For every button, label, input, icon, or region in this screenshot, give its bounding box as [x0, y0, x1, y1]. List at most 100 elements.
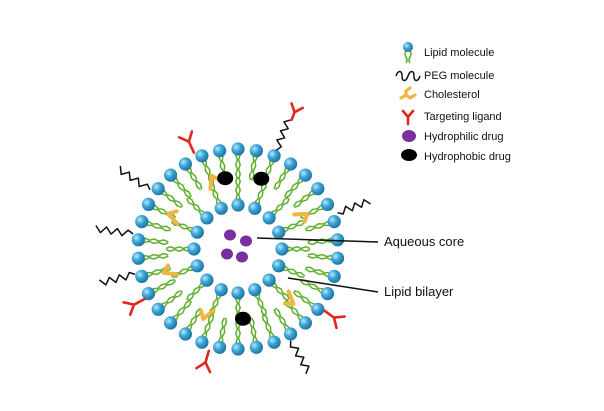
lipid-head: [200, 211, 214, 225]
lipid-molecule-icon: [403, 42, 413, 64]
lipid-head: [284, 327, 298, 341]
lipid-head: [200, 273, 214, 287]
lipid-head: [248, 201, 262, 215]
lipid-tail: [292, 190, 313, 207]
peg-chain: [95, 225, 134, 237]
legend-label-cholesterol: Cholesterol: [424, 89, 480, 101]
lipid-tail: [144, 237, 169, 243]
lipid-tail: [250, 317, 259, 342]
lipid-tail: [144, 252, 169, 258]
liposome: [95, 102, 372, 375]
lipid-head: [164, 316, 178, 330]
peg-chain: [337, 198, 372, 215]
lipid-tail: [293, 289, 315, 305]
cholesterol-icon: [399, 86, 417, 100]
lipid-tail: [273, 167, 287, 190]
hydrophobic-drug-icon: [401, 149, 417, 161]
lipid-head: [311, 302, 325, 316]
cholesterol: [161, 263, 179, 277]
lipid-tail: [152, 278, 176, 290]
targeting-ligand: [177, 130, 196, 154]
lipid-head: [141, 287, 156, 301]
lipid-tail: [299, 280, 322, 294]
lipid-tail: [186, 169, 202, 191]
lipid-tail: [293, 193, 315, 209]
lipid-head: [248, 283, 262, 297]
aqueous-core-label: Aqueous core: [384, 234, 464, 249]
lipid-tail: [261, 314, 271, 338]
lipid-tail: [187, 285, 205, 301]
lipid-tail: [147, 268, 172, 278]
legend: Lipid molecule PEG molecule Cholesterol …: [395, 42, 511, 163]
lipid-head: [195, 149, 209, 163]
lipid-head: [213, 340, 227, 354]
hydrophilic-drug: [236, 251, 248, 263]
lipid-tail: [285, 180, 304, 199]
lipid-tail: [186, 198, 202, 216]
lipid-tail: [201, 313, 213, 337]
lipid-tail: [271, 197, 289, 213]
cholesterol: [208, 173, 221, 191]
lipid-tail: [284, 265, 306, 277]
hydrophilic-drug-icon: [402, 130, 416, 142]
lipid-head: [275, 242, 289, 256]
lipid-tail: [165, 248, 189, 252]
lipid-head: [267, 335, 281, 349]
lipid-tail: [274, 169, 290, 191]
lipid-tail: [284, 221, 306, 233]
lipid-tail: [248, 156, 255, 181]
lipid-tail: [258, 182, 267, 204]
lipid-head: [151, 302, 165, 316]
lipid-tail: [221, 317, 228, 342]
lipid-tail: [305, 224, 330, 232]
peg-molecule-icon: [395, 70, 421, 82]
targeting-ligand: [122, 297, 146, 316]
lipid-head: [320, 197, 335, 211]
lipid-tail: [284, 177, 301, 198]
lipid-head: [151, 182, 165, 196]
lipid-tail: [187, 197, 205, 213]
lipid-tail: [274, 307, 290, 329]
lipid-tail: [287, 246, 311, 250]
lipid-tail: [274, 198, 290, 216]
lipid-head: [135, 215, 149, 229]
lipid-tail: [161, 289, 183, 305]
lipid-tail: [307, 252, 332, 258]
lipid-head: [311, 182, 325, 196]
lipid-head: [187, 242, 201, 256]
lipid-tail: [283, 269, 305, 278]
lipid-head: [262, 211, 276, 225]
lipid-tail: [283, 220, 305, 229]
legend-label-hydrophilic: Hydrophilic drug: [424, 131, 503, 143]
lipid-bilayer-label: Lipid bilayer: [384, 284, 454, 299]
lipid-head: [284, 157, 298, 171]
lipid-tail: [170, 221, 192, 233]
aqueous-core-pointer: [256, 237, 379, 243]
lipid-tail: [154, 280, 177, 294]
hydrophilic-drug: [240, 235, 252, 247]
lipid-tail: [172, 299, 191, 318]
lipid-tail: [144, 240, 169, 246]
targeting-ligand-icon: [401, 109, 415, 126]
lipid-head: [190, 259, 204, 273]
lipid-tail: [161, 193, 183, 209]
lipid-head: [214, 283, 228, 297]
lipid-tail: [171, 269, 193, 278]
legend-label-hydrophobic: Hydrophobic drug: [424, 151, 511, 163]
cholesterol: [199, 308, 216, 321]
lipid-head: [231, 142, 245, 156]
peg-chain: [289, 340, 310, 375]
lipid-head: [298, 168, 312, 182]
lipid-tail: [163, 291, 184, 308]
lipid-head: [131, 251, 145, 265]
lipid-tail: [274, 282, 290, 300]
lipid-tail: [304, 220, 329, 230]
lipid-tail: [172, 180, 191, 199]
lipid-tail: [258, 294, 267, 316]
lipid-head: [231, 286, 245, 300]
lipid-head: [249, 144, 263, 158]
lipid-tail: [292, 291, 313, 308]
lipid-head: [190, 225, 204, 239]
targeting-ligand: [323, 309, 346, 330]
lipid-tail: [273, 308, 287, 331]
